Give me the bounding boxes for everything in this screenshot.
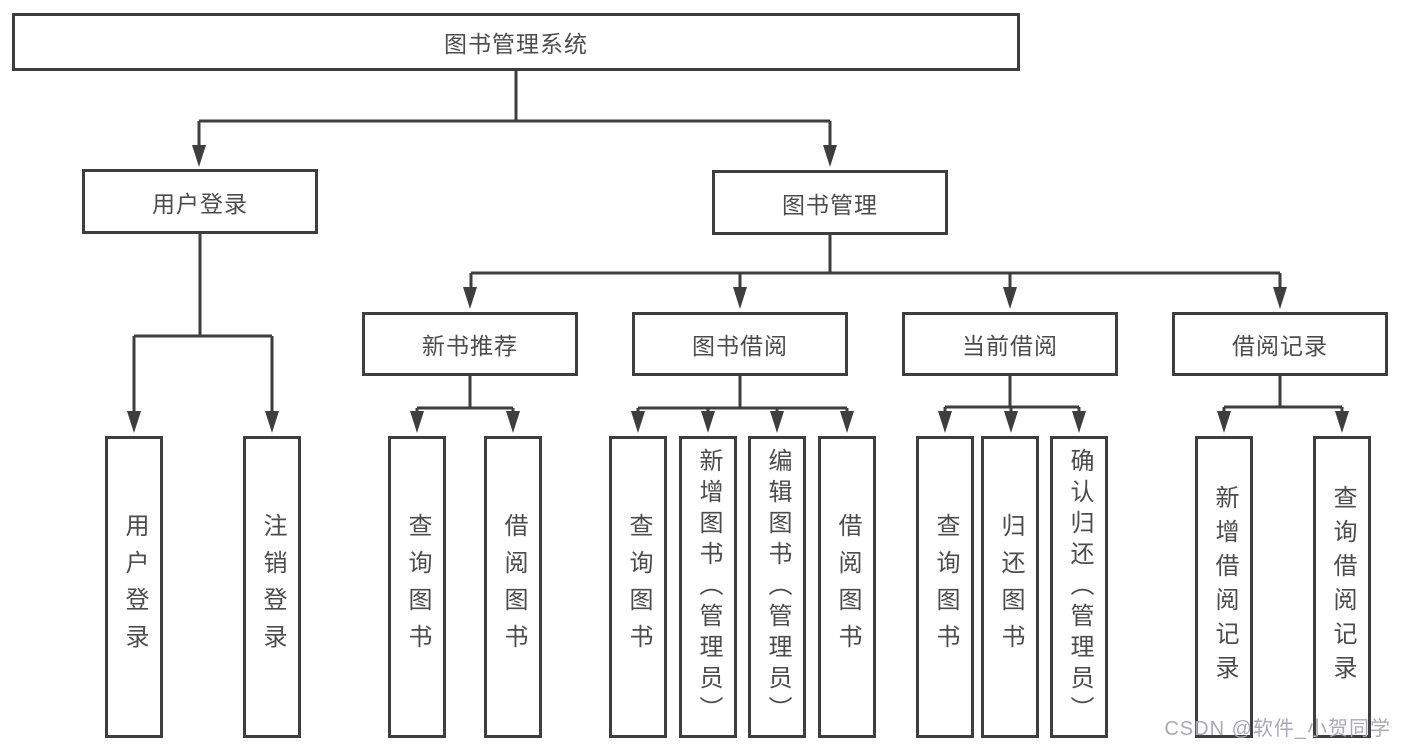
node-label: 用户登录 [121, 513, 148, 661]
node-user-login: 用户登录 [82, 169, 318, 234]
node-book-borrowing: 图书借阅 [632, 312, 848, 376]
node-label: 借阅记录 [1232, 333, 1328, 359]
node-label: 新增图书（管理员） [695, 447, 722, 727]
node-label: 当前借阅 [962, 333, 1058, 359]
node-label: 新书推荐 [422, 333, 518, 359]
node-label: 查询图书 [932, 513, 959, 661]
node-label: 用户登录 [152, 190, 248, 217]
leaf-confirm-return-admin: 确认归还（管理员） [1050, 436, 1108, 738]
leaf-edit-books-admin: 编辑图书（管理员） [748, 436, 806, 738]
connector-arrowheads [127, 145, 1349, 433]
csdn-watermark: CSDN @软件_小贺同学 [1164, 718, 1391, 740]
node-label: 借阅图书 [500, 513, 527, 661]
leaf-add-books-admin: 新增图书（管理员） [679, 436, 737, 738]
node-label: 确认归还（管理员） [1066, 447, 1093, 727]
node-borrowing-records: 借阅记录 [1172, 312, 1388, 376]
node-label: 图书借阅 [692, 333, 788, 359]
leaf-user-login: 用户登录 [105, 436, 163, 738]
node-label: 图书管理系统 [444, 31, 588, 57]
leaf-logout: 注销登录 [243, 436, 301, 738]
leaf-borrowing-query-books: 查询图书 [609, 436, 667, 738]
leaf-newrec-query-books: 查询图书 [388, 436, 446, 738]
node-label: 注销登录 [259, 513, 286, 661]
leaf-newrec-borrow-books: 借阅图书 [484, 436, 542, 738]
node-library-management-system: 图书管理系统 [12, 13, 1020, 71]
node-label: 查询借阅记录 [1329, 485, 1356, 689]
leaf-return-books: 归还图书 [981, 436, 1039, 738]
leaf-current-query-books: 查询图书 [916, 436, 974, 738]
node-label: 查询图书 [404, 513, 431, 661]
node-label: 归还图书 [997, 513, 1024, 661]
node-label: 编辑图书（管理员） [764, 447, 791, 727]
leaf-add-borrow-record: 新增借阅记录 [1195, 436, 1253, 738]
node-new-book-recommend: 新书推荐 [362, 312, 578, 376]
leaf-query-borrow-record: 查询借阅记录 [1313, 436, 1371, 738]
leaf-borrowing-borrow-books: 借阅图书 [818, 436, 876, 738]
node-label: 图书管理 [782, 191, 878, 218]
node-label: 新增借阅记录 [1211, 485, 1238, 689]
node-book-management: 图书管理 [712, 170, 948, 235]
node-label: 借阅图书 [834, 513, 861, 661]
node-current-borrowing: 当前借阅 [902, 312, 1118, 376]
node-label: 查询图书 [625, 513, 652, 661]
